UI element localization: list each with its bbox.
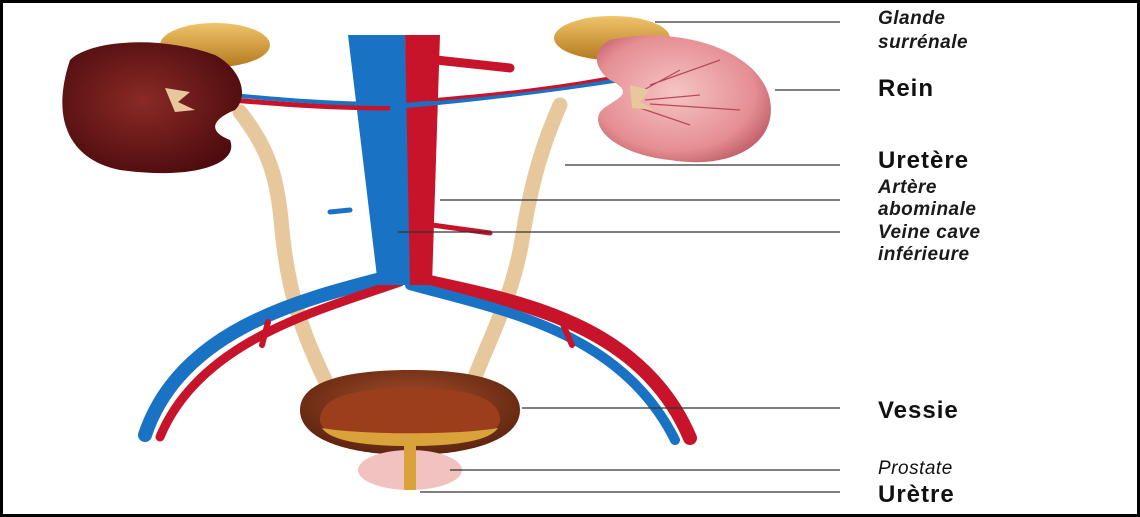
label-uretre: Urètre (878, 482, 955, 508)
label-artere: Artère (878, 177, 937, 199)
label-uretere: Uretère (878, 148, 969, 174)
label-vessie: Vessie (878, 398, 959, 424)
urethra (404, 440, 416, 490)
label-surrenale: surrénale (878, 32, 968, 54)
kidney-left (62, 42, 242, 173)
label-inferieure: inférieure (878, 244, 970, 266)
ureter-right (470, 105, 560, 390)
label-abominale: abominale (878, 199, 976, 221)
kidney-right (597, 36, 771, 163)
label-veine-cave: Veine cave (878, 222, 981, 244)
label-prostate: Prostate (878, 458, 953, 480)
label-rein: Rein (878, 76, 934, 102)
inferior-vena-cava (330, 35, 412, 285)
label-glande: Glande (878, 8, 945, 30)
ureter-left (240, 112, 330, 390)
abdominal-aorta (405, 35, 510, 285)
